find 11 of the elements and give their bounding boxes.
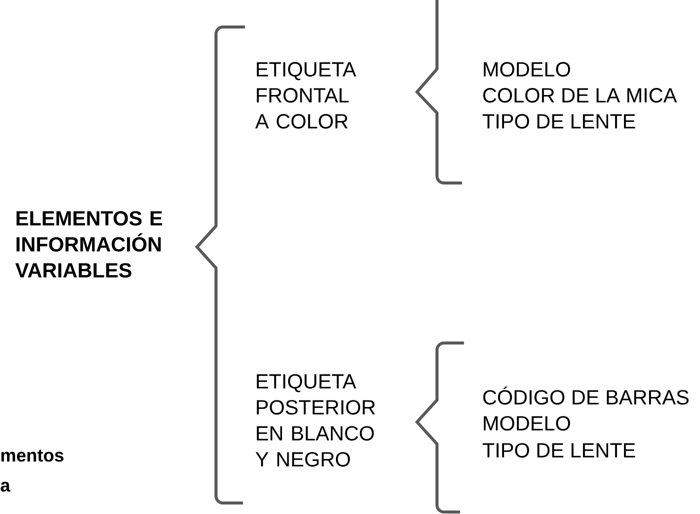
item-text: TIPO DE LENTE bbox=[482, 443, 636, 458]
item-text: TIPO DE LENTE bbox=[482, 114, 636, 129]
item-text: MODELO bbox=[484, 62, 570, 77]
item-text: ETIQUETA FRONTAL A COLOR bbox=[255, 62, 356, 129]
item-text: CÓDIGO DE BARRAS bbox=[483, 386, 689, 405]
cut-off-text: a bbox=[0, 482, 10, 492]
cut-off-text: mentos bbox=[1, 450, 64, 462]
item-text: MODELO bbox=[484, 416, 570, 431]
heading-text: ELEMENTOS E INFORMACIÓN VARIABLES bbox=[15, 211, 162, 278]
item-text: ETIQUETA POSTERIOR EN BLANCO Y NEGRO bbox=[256, 374, 375, 467]
item-text: COLOR DE LA MICA bbox=[483, 88, 677, 103]
